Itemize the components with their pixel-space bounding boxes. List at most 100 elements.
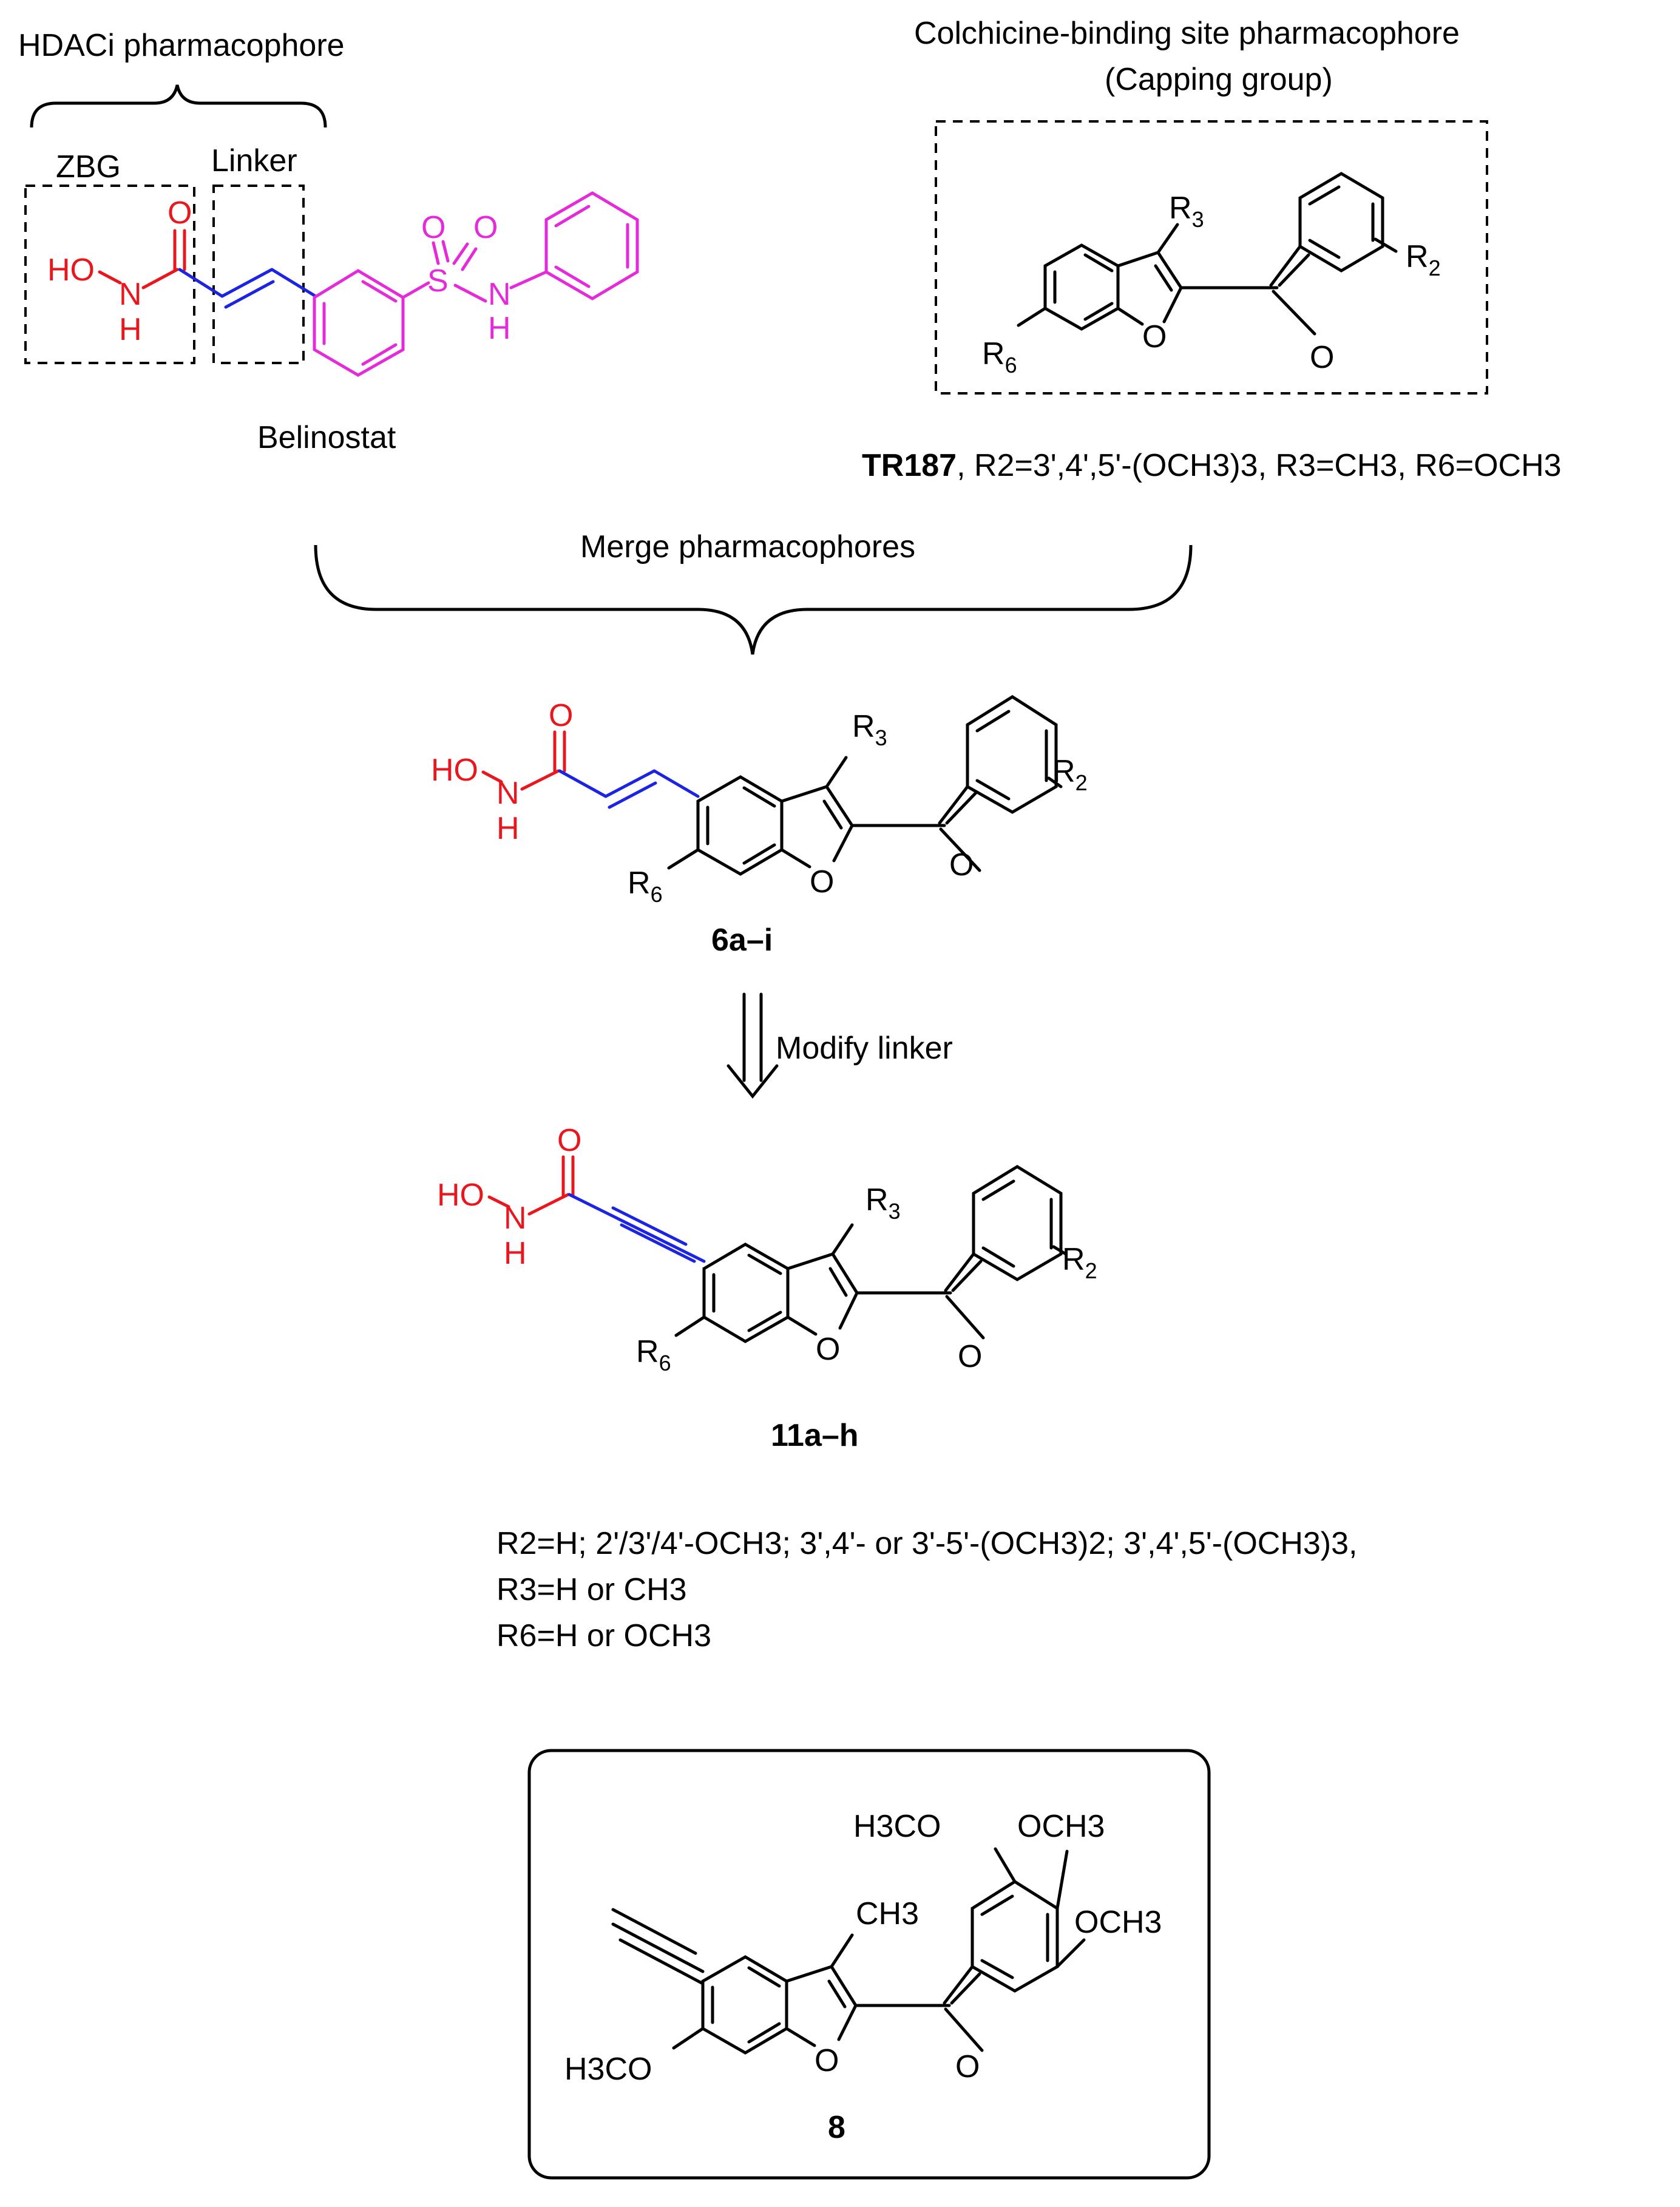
substituent-definitions: R2=H; 2'/3'/4'-OCH3; 3',4'- or 3'-5'-(OC… xyxy=(496,1526,1357,1653)
bond xyxy=(785,1965,833,1983)
bond xyxy=(945,791,978,825)
bond xyxy=(747,1253,782,1275)
cbs-title-line1: Colchicine-binding site pharmacophore xyxy=(914,16,1460,51)
bond xyxy=(1083,253,1114,273)
c11-furan-o: O xyxy=(816,1332,840,1367)
bond xyxy=(1083,302,1114,321)
r-symbol: R xyxy=(628,866,651,901)
bond xyxy=(981,1179,1015,1201)
bond xyxy=(224,280,275,309)
modify-label: Modify linker xyxy=(776,1031,953,1066)
methyl-group: CH3 xyxy=(856,1896,919,1931)
bond xyxy=(441,240,450,263)
c6-benzene-ring xyxy=(696,775,784,876)
c6-aryl-ring xyxy=(966,695,1058,814)
c11-aryl-ring xyxy=(972,1165,1063,1281)
bond xyxy=(786,1252,835,1270)
bond xyxy=(674,1315,706,1337)
c11-r3: R3 xyxy=(865,1182,901,1224)
c11-benzene-ring xyxy=(702,1242,790,1343)
bond xyxy=(1269,245,1302,287)
bond xyxy=(1017,307,1047,327)
bond xyxy=(980,1959,1014,1979)
c8-methoxy-6: H3CO xyxy=(564,2052,652,2087)
belinostat-ho: HO xyxy=(47,253,95,288)
bond xyxy=(461,247,478,271)
r-symbol: R xyxy=(1052,754,1075,789)
bond xyxy=(951,1259,983,1292)
c6-ho: HO xyxy=(431,753,478,788)
belinostat-benzene-ring xyxy=(313,269,405,377)
c8-trimethoxyphenyl-ring xyxy=(970,1880,1059,1993)
tr187-caption: TR187, R2=3',4',5'-(OCH3)3, R3=CH3, R6=O… xyxy=(862,448,1562,483)
bond xyxy=(944,1252,975,1292)
r-subscript: 6 xyxy=(1005,353,1017,378)
bond xyxy=(1373,237,1398,253)
double-arrow-head xyxy=(727,1064,779,1099)
compound-11-label: 11a–h xyxy=(771,1418,859,1453)
bond xyxy=(827,1979,847,2009)
bond xyxy=(567,1193,706,1263)
bond xyxy=(837,2004,858,2041)
bond xyxy=(554,205,591,228)
c6-carbonyl-o: O xyxy=(949,847,974,883)
merge-brace xyxy=(314,544,1193,655)
bond xyxy=(1308,185,1341,206)
bond xyxy=(141,268,179,290)
bond xyxy=(780,785,828,803)
belinostat-so-o1: O xyxy=(421,210,445,245)
bond xyxy=(742,786,776,808)
c8-benzene-ring xyxy=(701,1955,788,2055)
belinostat-name: Belinostat xyxy=(257,420,396,455)
bond xyxy=(747,1966,781,1988)
c6-furan-o: O xyxy=(810,864,834,900)
bond xyxy=(830,1965,858,2007)
belinostat-nh: H xyxy=(488,311,511,346)
bond xyxy=(747,2022,781,2044)
bond xyxy=(994,1847,1017,1883)
r-subscript: 6 xyxy=(659,1351,671,1375)
bond xyxy=(611,1908,697,1955)
bond xyxy=(481,770,503,784)
c6-r3: R3 xyxy=(852,709,887,750)
tr187-aryl-ring xyxy=(1298,172,1384,273)
bond xyxy=(520,769,560,791)
merge-step: Merge pharmacophores xyxy=(314,529,1193,655)
bond xyxy=(220,268,274,298)
tr187-furan-o: O xyxy=(1142,319,1167,354)
bond xyxy=(527,1193,570,1216)
bond xyxy=(944,2007,984,2052)
bond xyxy=(1116,251,1160,268)
bond xyxy=(667,848,700,870)
r-symbol: R xyxy=(636,1334,659,1369)
bond xyxy=(832,824,854,863)
r-symbol: R xyxy=(865,1182,889,1218)
r-symbol: R xyxy=(1406,239,1429,274)
methoxy-group: OCH3 xyxy=(1074,1905,1162,1940)
compound-8-box xyxy=(527,1749,1211,2180)
bond xyxy=(1156,251,1183,290)
bond xyxy=(975,710,1011,733)
bond xyxy=(611,1206,688,1246)
bond xyxy=(98,270,122,285)
c11-r6: R6 xyxy=(636,1334,671,1375)
c6-o: O xyxy=(549,698,573,733)
bond xyxy=(1116,307,1144,326)
bond xyxy=(831,1223,854,1256)
r-subscript: 3 xyxy=(1192,207,1204,232)
r-subscript: 3 xyxy=(875,725,887,750)
linker-box xyxy=(212,185,305,364)
c8-methoxy-3: H3CO xyxy=(853,1809,941,1844)
c6-r6: R6 xyxy=(628,866,663,907)
bond xyxy=(608,781,657,809)
bond xyxy=(1055,1938,1086,1968)
r-subscript: 2 xyxy=(1075,770,1088,795)
r-subscript: 2 xyxy=(1429,256,1441,280)
compound-8-panel: O H3CO CH3 O H3CO OCH3 OCH3 8 xyxy=(527,1749,1211,2180)
bond xyxy=(1162,286,1183,324)
bond xyxy=(604,769,656,798)
bond xyxy=(432,241,440,265)
bond xyxy=(1278,253,1310,287)
c6-r2: R2 xyxy=(1052,754,1088,795)
bond xyxy=(825,756,848,788)
